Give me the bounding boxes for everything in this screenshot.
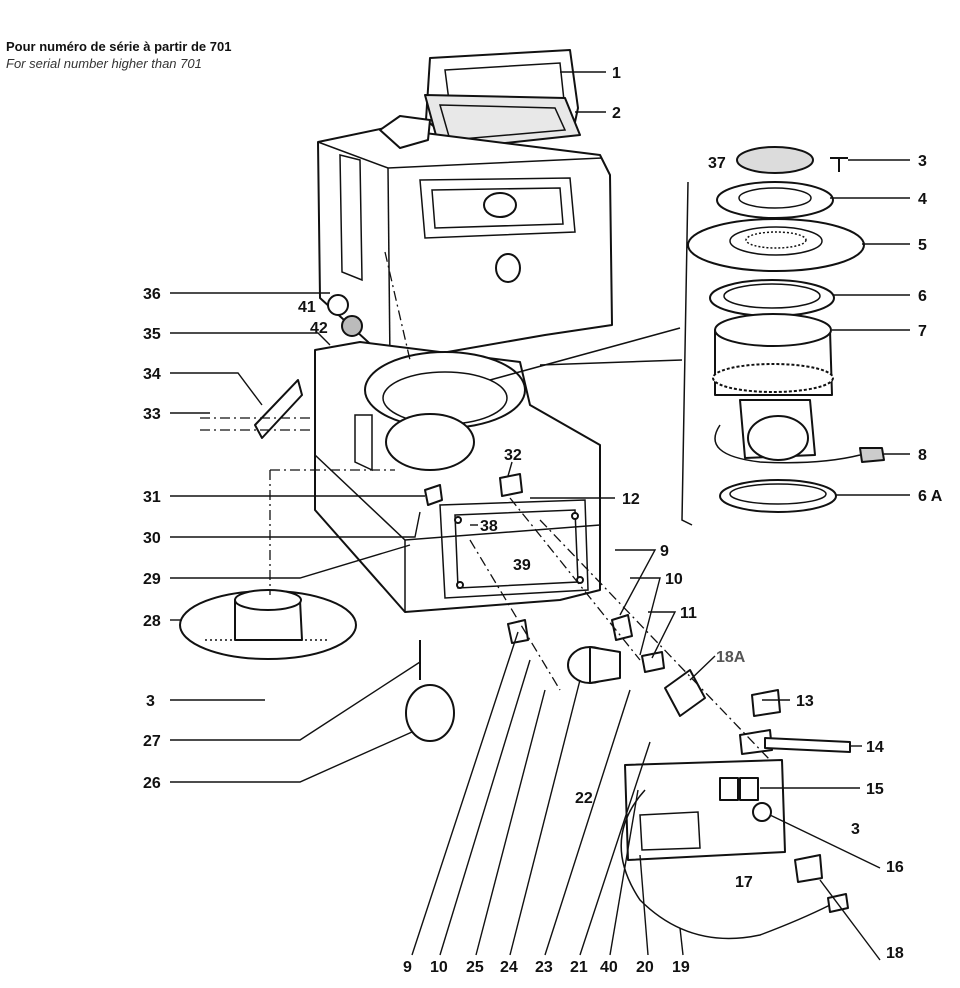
label-37: 37 — [708, 155, 726, 172]
part-14-rail — [739, 729, 851, 755]
label-18a: 18A — [716, 649, 746, 666]
part-32-sensor — [499, 473, 523, 497]
label-30: 30 — [143, 530, 161, 547]
label-27: 27 — [143, 733, 161, 750]
assembly-lines — [200, 251, 771, 761]
label-12: 12 — [622, 491, 640, 508]
label-18: 18 — [886, 945, 904, 962]
part-26-float-ball — [405, 684, 455, 742]
label-40: 40 — [600, 959, 618, 976]
part-36-tank — [317, 115, 613, 363]
label-3-right: 3 — [851, 821, 860, 838]
part-labels: 1 2 37 3 4 5 6 7 8 6 A 36 41 42 35 34 33… — [143, 65, 943, 976]
part-4-ring — [716, 181, 834, 219]
part-13-clip — [751, 689, 781, 717]
part-18a-filter — [664, 669, 706, 717]
part-37-filter-pad — [736, 146, 814, 174]
label-8: 8 — [918, 447, 927, 464]
part-6-gasket — [709, 279, 835, 317]
label-36: 36 — [143, 286, 161, 303]
label-3-left: 3 — [146, 693, 155, 710]
part-31-switch — [424, 484, 443, 506]
label-11: 11 — [680, 605, 697, 622]
label-2: 2 — [612, 105, 621, 122]
label-19: 19 — [672, 959, 690, 976]
label-17: 17 — [735, 874, 753, 891]
label-35: 35 — [143, 326, 161, 343]
label-4: 4 — [918, 191, 927, 208]
label-16: 16 — [886, 859, 904, 876]
label-34: 34 — [143, 366, 161, 383]
part-41-42-filters — [327, 294, 363, 337]
part-7-motor — [712, 313, 885, 464]
label-32: 32 — [504, 447, 522, 464]
label-25: 25 — [466, 959, 484, 976]
label-26: 26 — [143, 775, 161, 792]
part-35-base-housing — [314, 341, 601, 613]
label-23: 23 — [535, 959, 553, 976]
label-9-right: 9 — [660, 543, 669, 560]
motor-group-bracket — [681, 181, 693, 526]
part-9-connector-right — [611, 614, 633, 641]
part-3-screw-top — [830, 157, 848, 172]
leader-lines — [170, 71, 910, 961]
label-6: 6 — [918, 288, 927, 305]
label-6a: 6 A — [918, 488, 943, 505]
label-33: 33 — [143, 406, 161, 423]
label-14: 14 — [866, 739, 884, 756]
label-29: 29 — [143, 571, 161, 588]
label-42: 42 — [310, 320, 328, 337]
diagram-caption: Pour numéro de série à partir de 701 For… — [6, 38, 231, 72]
label-5: 5 — [918, 237, 927, 254]
label-10-right: 10 — [665, 571, 683, 588]
caption-french: Pour numéro de série à partir de 701 — [6, 39, 232, 54]
part-5-plate — [687, 218, 865, 272]
part-18-gland — [794, 854, 823, 883]
label-21: 21 — [570, 959, 588, 976]
label-39: 39 — [513, 557, 531, 574]
label-7: 7 — [918, 323, 927, 340]
part-11-tee — [641, 651, 665, 673]
label-3-top: 3 — [918, 153, 927, 170]
label-28: 28 — [143, 613, 161, 630]
label-9-bottom: 9 — [403, 959, 412, 976]
part-2-gasket — [424, 94, 581, 151]
part-6a-ring — [719, 479, 837, 513]
label-20: 20 — [636, 959, 654, 976]
label-1: 1 — [612, 65, 621, 82]
part-24-pump — [567, 646, 621, 684]
part-34-bracket — [254, 379, 303, 439]
part-28-float-plate — [179, 589, 357, 660]
label-10-bottom: 10 — [430, 959, 448, 976]
part-17-control-panel — [624, 759, 786, 861]
label-15: 15 — [866, 781, 884, 798]
caption-english: For serial number higher than 701 — [6, 56, 202, 71]
label-38: 38 — [480, 518, 498, 535]
label-41: 41 — [298, 299, 316, 316]
label-22: 22 — [575, 790, 593, 807]
label-31: 31 — [143, 489, 161, 506]
label-24: 24 — [500, 959, 518, 976]
label-13: 13 — [796, 693, 814, 710]
